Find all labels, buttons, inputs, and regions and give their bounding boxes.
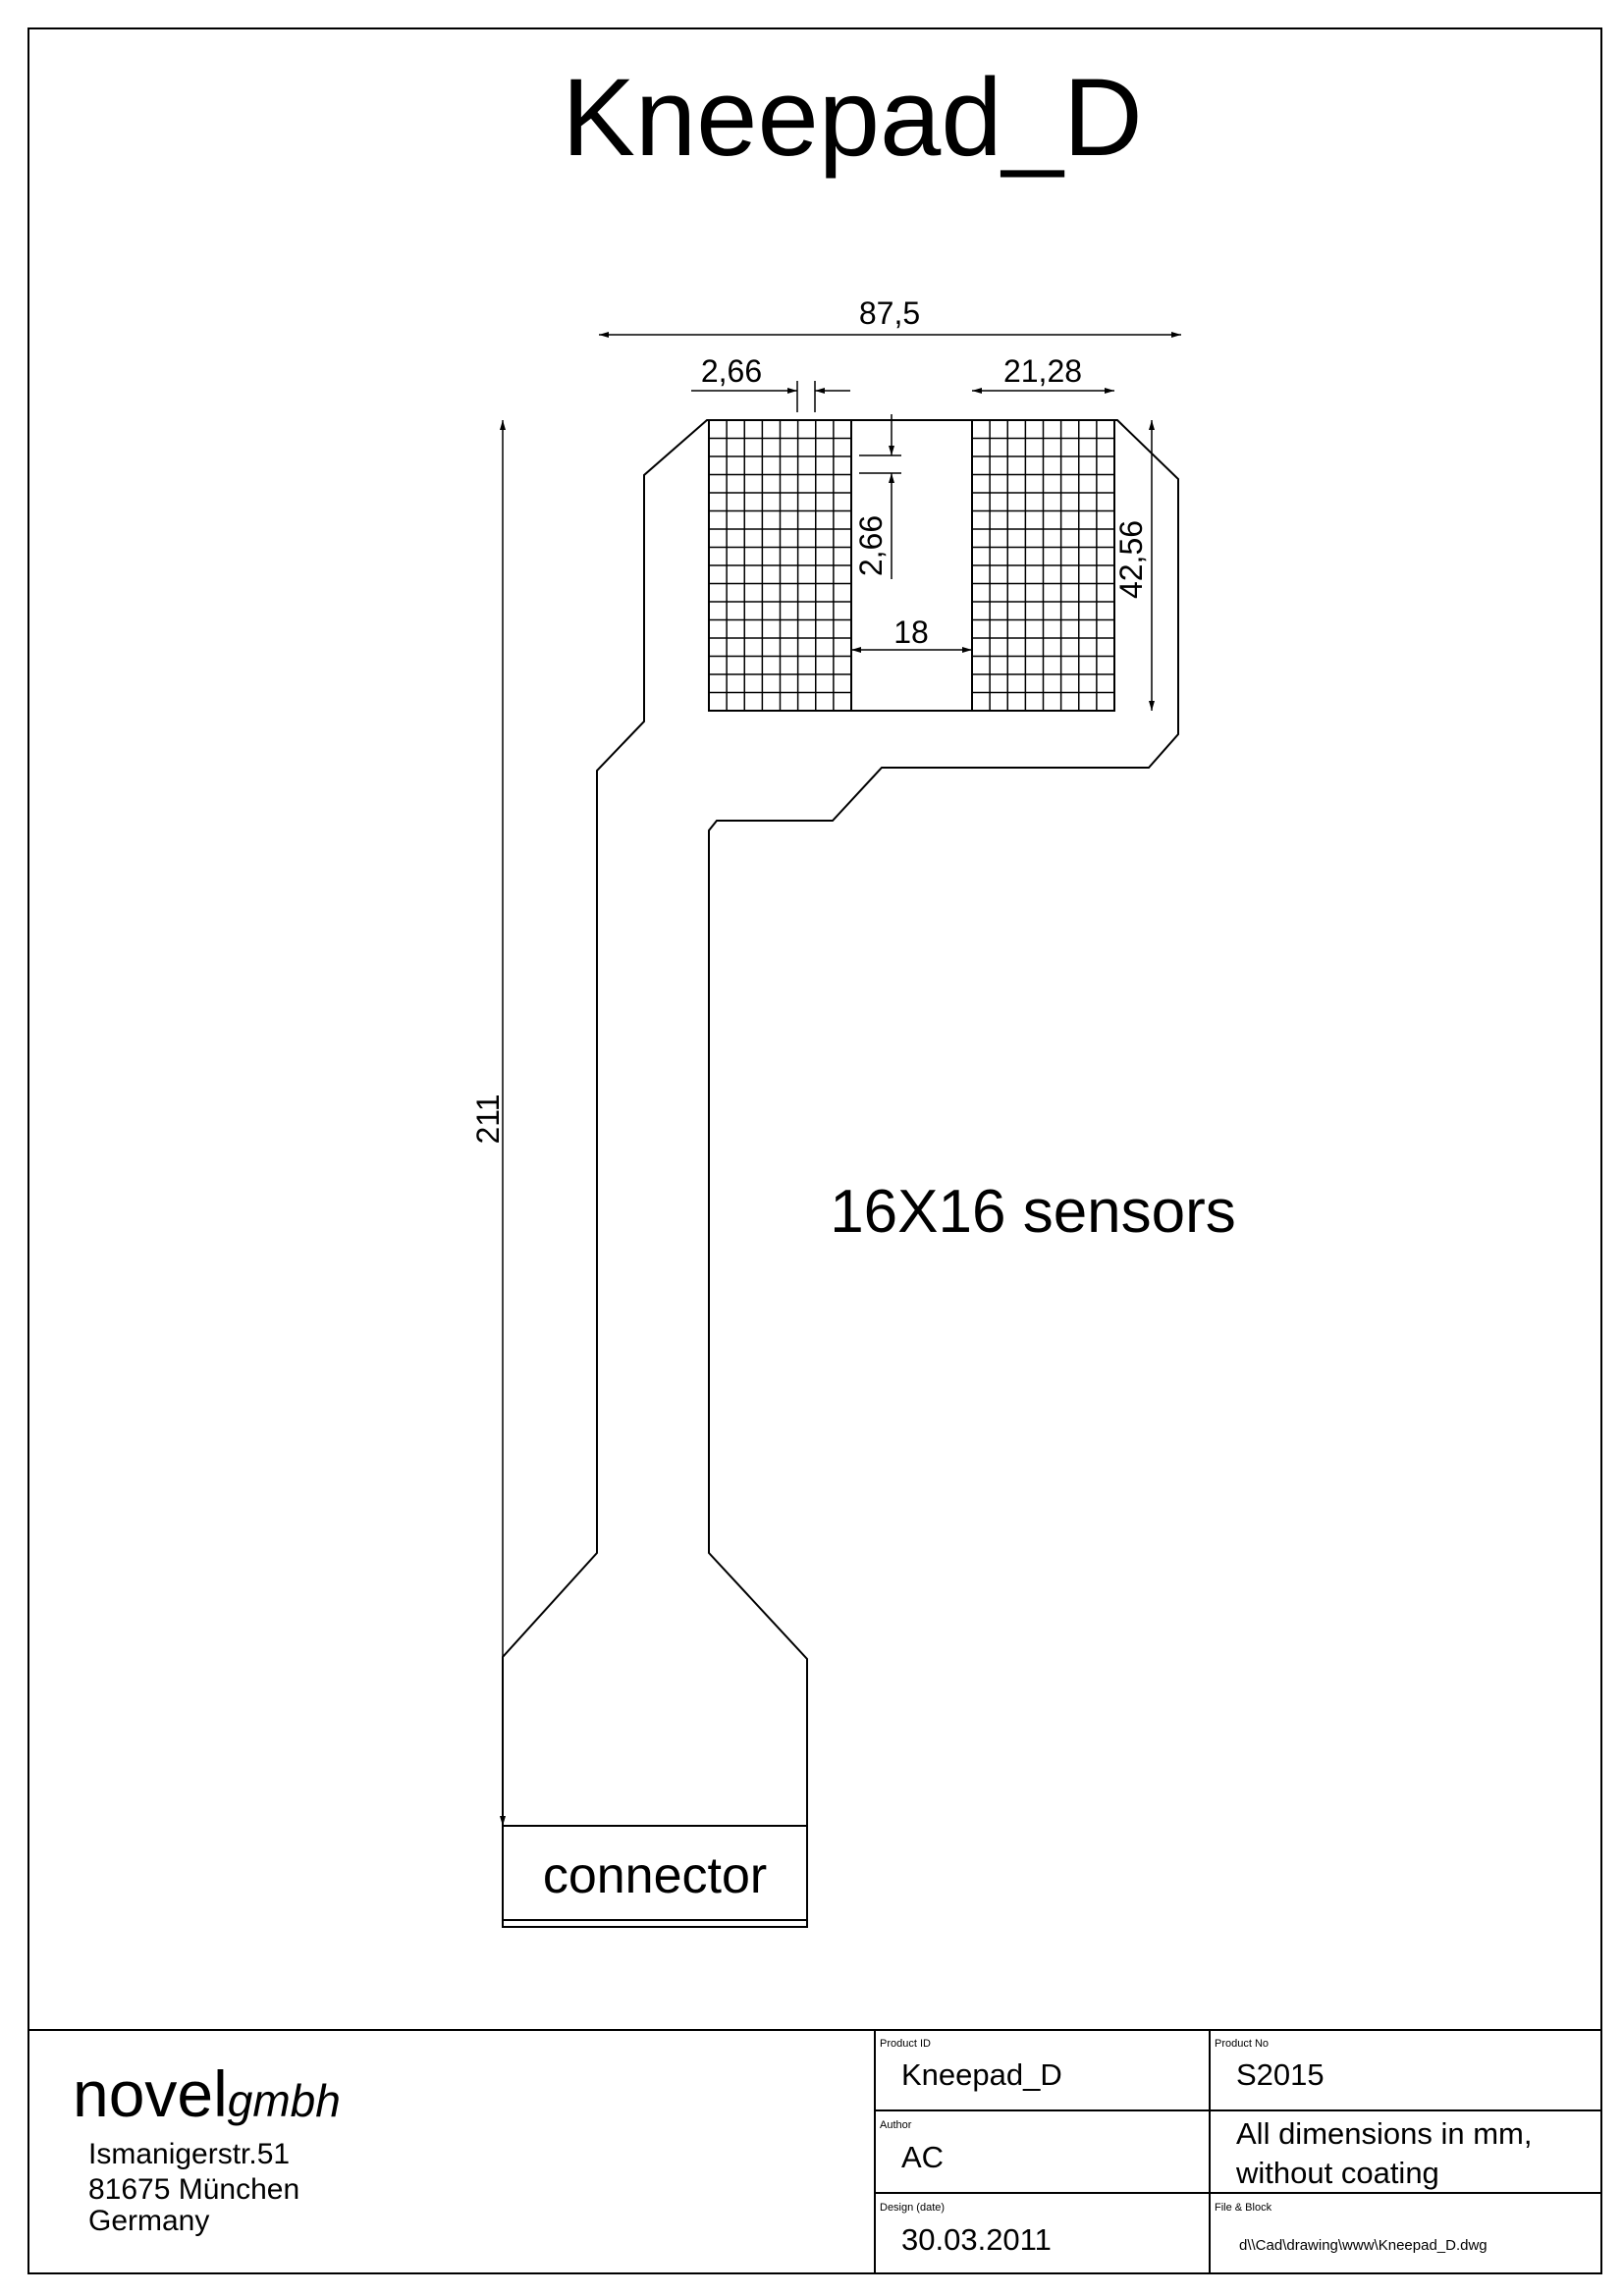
sensor-pad-right [971,419,1115,712]
product-id-label: Product ID [880,2038,931,2050]
connector-box [502,1825,808,1928]
company-name: novel [73,2057,228,2130]
dim-cell-pitch-h: 2,66 [691,353,850,412]
author-value: AC [901,2140,944,2174]
dim-pad-width-label: 21,28 [1003,353,1082,389]
dim-pad-width: 21,28 [972,353,1114,394]
dim-overall-width-label: 87,5 [859,295,920,331]
dim-total-length: 211 [470,420,506,1826]
dim-gap-label: 18 [893,614,929,650]
sensor-grid-left [709,420,851,711]
sensor-pad-left [708,419,852,712]
sheet-border [27,27,1602,2274]
dim-cell-pitch-h-label: 2,66 [701,353,762,389]
product-no-value: S2015 [1236,2057,1325,2092]
part-outline [502,419,1179,1921]
dim-pad-height-label: 42,56 [1113,520,1149,599]
dim-overall-width: 87,5 [599,295,1181,338]
dim-gap: 18 [851,614,972,653]
title-block: novelgmbh Ismanigerstr.51 81675 München … [28,2029,1601,2273]
sensor-grid-right [972,420,1114,711]
note-line-1: All dimensions in mm, [1236,2116,1532,2151]
address-line-3: Germany [88,2205,209,2237]
dim-cell-pitch-v: 2,66 [853,414,901,579]
dim-cell-pitch-v-label: 2,66 [853,515,889,576]
note-line-2: without coating [1235,2156,1439,2190]
author-label: Author [880,2119,912,2131]
design-date-value: 30.03.2011 [901,2222,1052,2257]
address-line-1: Ismanigerstr.51 [88,2138,290,2170]
drawing-title: Kneepad_D [562,56,1143,179]
file-path-value: d\\Cad\drawing\www\Kneepad_D.dwg [1239,2237,1488,2254]
dim-total-length-label: 211 [470,1094,506,1144]
company-suffix: gmbh [228,2075,341,2126]
product-no-label: Product No [1215,2038,1269,2050]
address-line-2: 81675 München [88,2173,299,2206]
sensor-annotation: 16X16 sensors [830,1178,1236,1246]
company-logo: novelgmbh [73,2057,341,2130]
dim-pad-height: 42,56 [1113,420,1155,711]
product-id-value: Kneepad_D [901,2057,1062,2092]
design-date-label: Design (date) [880,2202,945,2214]
connector-label: connector [543,1847,767,1904]
file-label: File & Block [1215,2202,1272,2214]
